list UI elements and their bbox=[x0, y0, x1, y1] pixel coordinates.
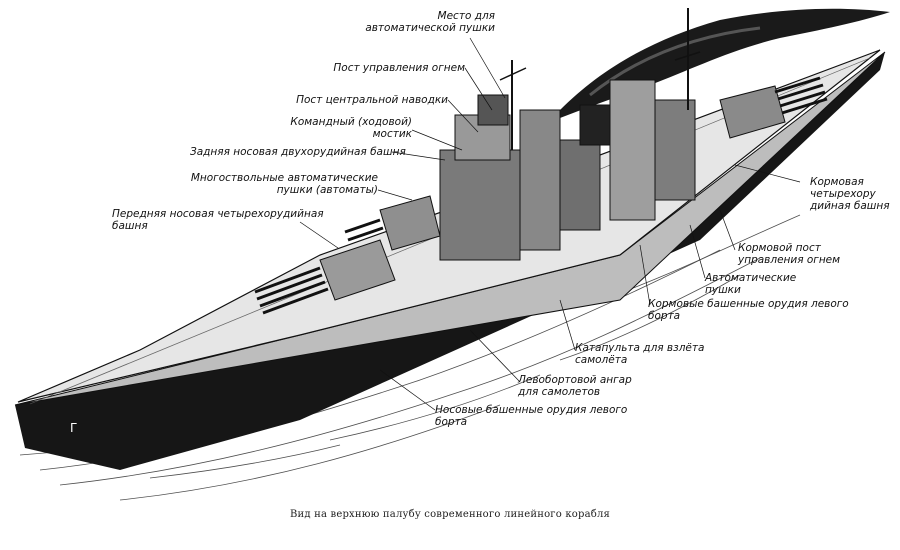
fore-turret-four-gun bbox=[254, 239, 396, 315]
aft-turret-four-gun bbox=[719, 76, 828, 139]
superstructure bbox=[439, 8, 701, 261]
svg-text:Γ: Γ bbox=[70, 421, 77, 435]
label-command-bridge: Командный (ходовой)мостик bbox=[290, 116, 412, 140]
label-rear-fore-turret: Задняя носовая двухорудийная башня bbox=[190, 146, 406, 158]
label-fire-control-post: Пост управления огнем bbox=[333, 62, 465, 74]
smoke-plume bbox=[560, 8, 890, 119]
label-central-aiming-post: Пост центральной наводки bbox=[296, 94, 448, 106]
leader-lines bbox=[299, 37, 801, 411]
figure-caption: Вид на верхнюю палубу современного линей… bbox=[289, 509, 611, 520]
